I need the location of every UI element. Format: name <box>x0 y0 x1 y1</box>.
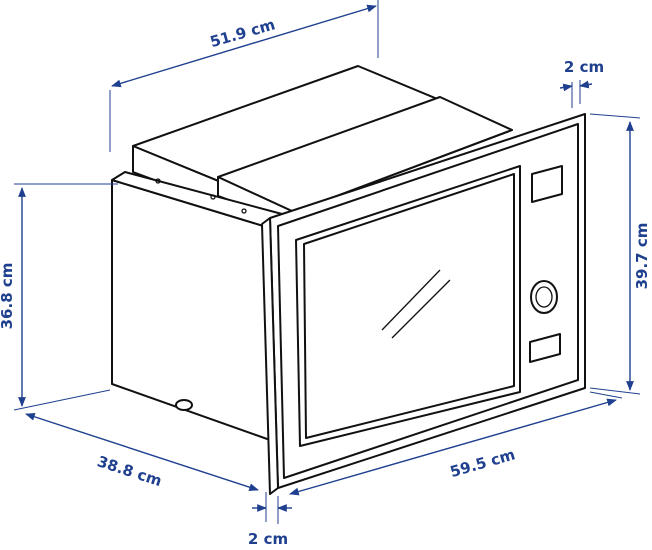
width-front-dimension-line <box>289 398 617 496</box>
depth-top-dimension-line <box>111 4 377 88</box>
dimension-lines <box>13 0 641 524</box>
screw-3 <box>241 208 247 214</box>
frame-top-dimension-line <box>559 83 573 92</box>
height-body-label: 36.8 cm <box>0 263 16 330</box>
width-front-label: 59.5 cm <box>448 445 517 481</box>
control-knob <box>530 280 558 314</box>
glare-line-2 <box>391 279 451 339</box>
door-open-button <box>529 333 561 363</box>
glare-line-1 <box>381 269 441 331</box>
control-knob-inner <box>535 286 553 308</box>
microwave-illustration <box>111 65 586 495</box>
front-frame-edge <box>261 217 279 495</box>
screw-2 <box>210 194 216 200</box>
frame-bottom-label: 2 cm <box>248 530 288 548</box>
height-front-label: 39.7 cm <box>633 223 651 290</box>
foot <box>175 399 193 411</box>
depth-bottom-label: 38.8 cm <box>95 452 164 490</box>
screw-1 <box>155 178 161 184</box>
display-panel <box>531 165 563 203</box>
depth-bottom-dimension-line <box>25 413 259 491</box>
door-window <box>303 173 515 439</box>
frame-top-label: 2 cm <box>564 58 604 76</box>
